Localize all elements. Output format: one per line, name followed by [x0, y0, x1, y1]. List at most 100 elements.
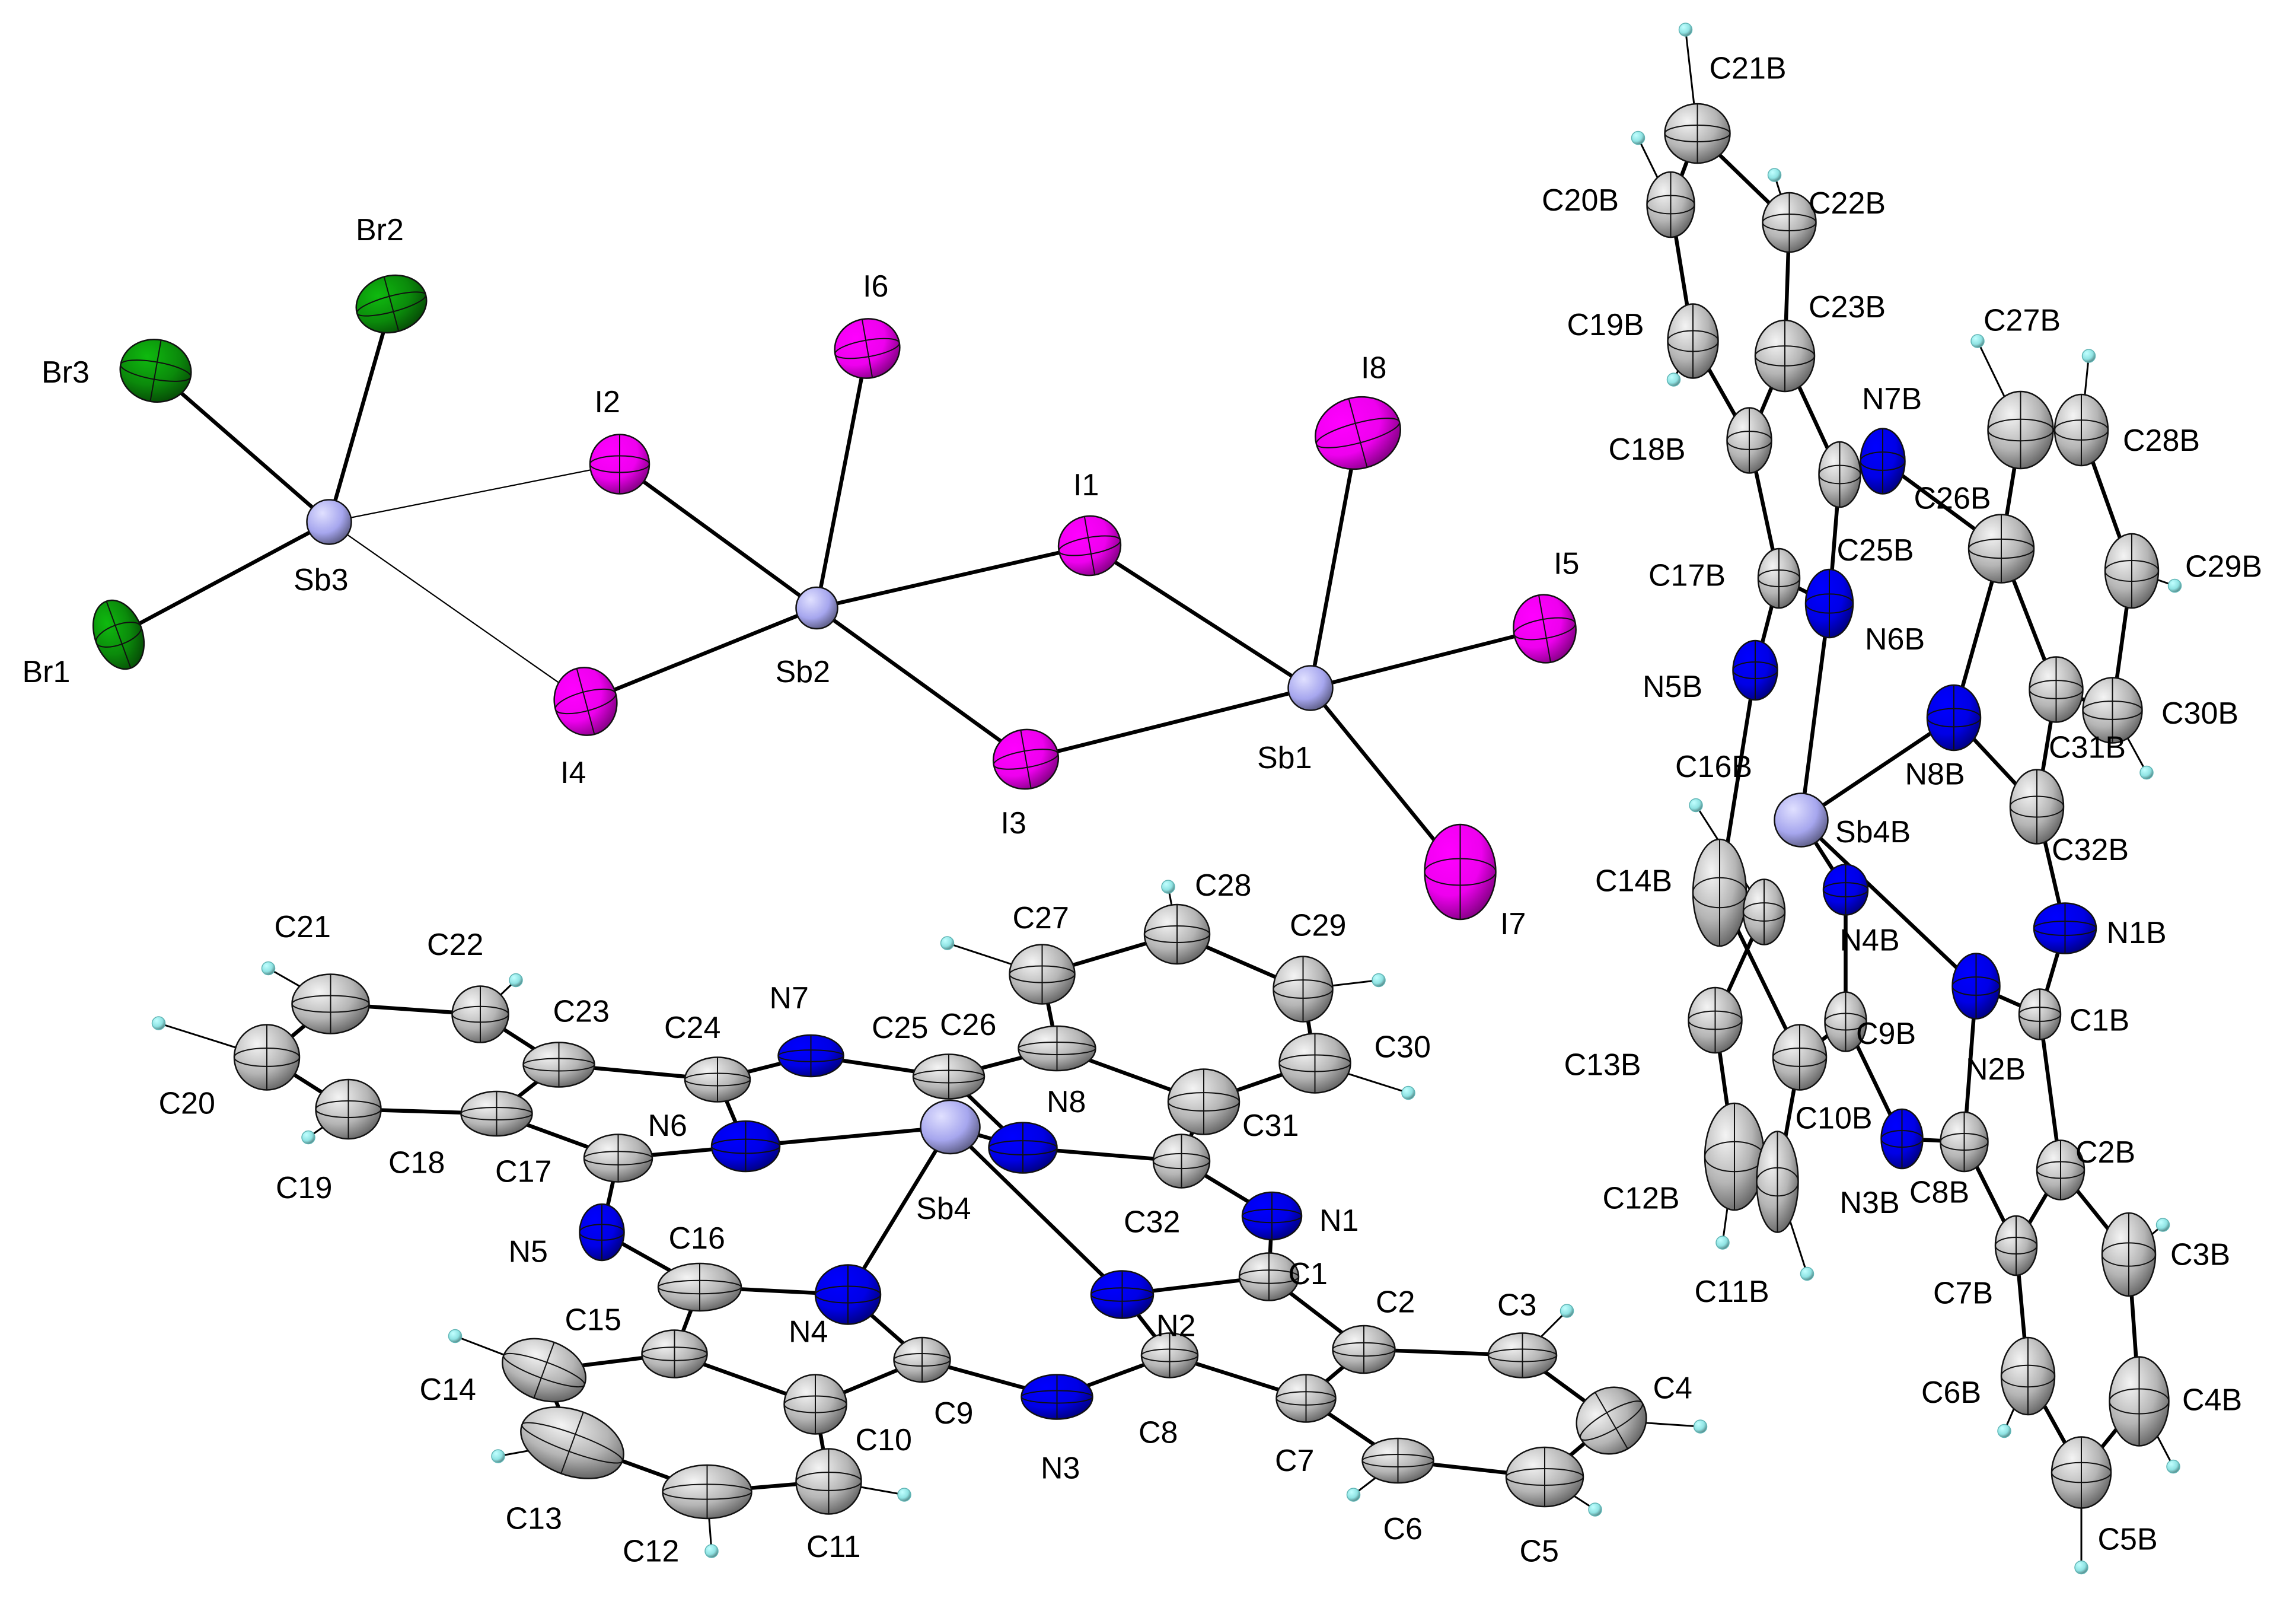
atom-I8: [1315, 396, 1401, 470]
bond-I3-Sb2: [815, 606, 1028, 762]
atom-label-C22: C22: [427, 928, 483, 962]
atom-C13: [520, 1406, 624, 1479]
atom-C32: [1152, 1134, 1211, 1189]
atom-label-C12B: C12B: [1603, 1182, 1680, 1216]
atom-label-C26B: C26B: [1914, 482, 1991, 516]
atom-label-C31: C31: [1242, 1109, 1299, 1143]
hydrogen-atom: [491, 1449, 505, 1463]
atom-C2B: [2036, 1139, 2085, 1201]
atom-C11B: [1756, 1131, 1799, 1233]
atom-label-I7: I7: [1500, 907, 1526, 941]
atom-label-C25: C25: [872, 1011, 928, 1045]
atom-label-C2B: C2B: [2075, 1135, 2135, 1170]
hydrogen-atom: [2074, 1560, 2088, 1575]
atom-N1B: [2033, 902, 2097, 954]
atom-C5: [1505, 1446, 1584, 1508]
atom-label-N6B: N6B: [1865, 622, 1925, 657]
atom-label-N1: N1: [1319, 1204, 1359, 1238]
contact-Sb3-I2: [329, 463, 620, 523]
atom-C23: [522, 1042, 595, 1088]
atom-C8B: [1940, 1111, 1989, 1173]
atom-N4: [814, 1264, 882, 1325]
atom-label-C23B: C23B: [1809, 290, 1886, 324]
atom-label-C14B: C14B: [1595, 864, 1672, 899]
atom-C9: [893, 1336, 951, 1383]
atom-label-I3: I3: [1001, 806, 1026, 840]
atom-C16B: [1692, 838, 1747, 947]
atom-label-C12: C12: [623, 1534, 679, 1569]
hydrogen-atom: [1588, 1502, 1602, 1517]
atom-label-C30: C30: [1375, 1030, 1431, 1065]
atom-C31B: [2029, 656, 2084, 723]
atom-N3: [1021, 1374, 1093, 1420]
hydrogen-atom: [301, 1130, 315, 1145]
atom-C25: [912, 1053, 986, 1100]
atom-label-N4B: N4B: [1840, 924, 1900, 958]
atom-label-C2: C2: [1376, 1285, 1415, 1320]
bond-N4-Sb4: [846, 1125, 952, 1297]
hydrogen-atom: [1560, 1304, 1574, 1318]
atom-label-Sb4B: Sb4B: [1835, 815, 1911, 849]
atom-label-C27: C27: [1013, 901, 1069, 935]
atom-C2: [1332, 1325, 1396, 1374]
atom-C1B: [2018, 988, 2062, 1040]
atom-C19B: [1667, 303, 1719, 379]
hydrogen-atom: [2155, 1218, 2170, 1232]
atom-label-Br1: Br1: [23, 655, 71, 689]
atom-C9B: [1824, 991, 1867, 1052]
hydrogen-atom: [1346, 1488, 1361, 1502]
atom-C29: [1273, 956, 1334, 1023]
atom-label-N5: N5: [509, 1235, 548, 1269]
atom-label-N7B: N7B: [1862, 382, 1922, 416]
atom-I7: [1424, 823, 1497, 921]
atom-label-Sb1: Sb1: [1257, 741, 1312, 775]
atom-label-C3B: C3B: [2170, 1238, 2230, 1272]
atom-C7B: [1994, 1215, 2038, 1276]
atom-label-N7: N7: [770, 981, 809, 1015]
atom-label-C32: C32: [1124, 1205, 1180, 1240]
hydrogen-atom: [1631, 130, 1646, 145]
atom-label-C17: C17: [495, 1155, 551, 1189]
atom-C28: [1143, 903, 1211, 965]
atom-label-N8B: N8B: [1905, 757, 1965, 792]
atom-label-I4: I4: [560, 756, 586, 790]
atom-C18: [460, 1090, 533, 1137]
atom-I1: [1057, 515, 1122, 577]
atom-C3: [1487, 1332, 1558, 1378]
hydrogen-atom: [1970, 334, 1985, 348]
atom-N7B: [1860, 428, 1906, 495]
atom-C17: [583, 1134, 653, 1183]
atom-label-N3: N3: [1041, 1451, 1080, 1486]
atom-C21: [291, 973, 370, 1034]
atom-C26: [1018, 1025, 1096, 1072]
atom-C18B: [1726, 407, 1772, 474]
atom-label-C6B: C6B: [1921, 1376, 1981, 1410]
atom-I3: [992, 728, 1060, 790]
hydrogen-atom: [1715, 1236, 1730, 1250]
bond-N8B-Sb4B: [1799, 715, 1956, 822]
atom-label-C22B: C22B: [1809, 186, 1886, 221]
hydrogen-atom: [2166, 1459, 2180, 1474]
atom-N2: [1090, 1270, 1155, 1319]
atom-Br1: [92, 599, 145, 670]
hydrogen-atom: [2081, 349, 2096, 363]
contact-Sb3-I4: [329, 521, 586, 702]
atom-I2: [589, 434, 650, 495]
atom-label-I6: I6: [863, 269, 888, 304]
hydrogen-atom: [151, 1016, 166, 1030]
hydrogen-atom: [509, 973, 523, 988]
atom-C30: [1278, 1033, 1351, 1094]
atom-C21B: [1664, 103, 1731, 164]
atom-label-C16: C16: [669, 1221, 725, 1256]
atom-N5: [579, 1203, 625, 1262]
atom-label-C4B: C4B: [2182, 1383, 2242, 1418]
atom-C10B: [1772, 1024, 1828, 1091]
atom-C14B: [1742, 878, 1786, 945]
atom-N5B: [1732, 639, 1778, 701]
atom-label-C28: C28: [1195, 868, 1251, 903]
atom-label-C13: C13: [506, 1502, 562, 1536]
atom-label-C11B: C11B: [1695, 1275, 1769, 1309]
bond-N2B-Sb4B: [1799, 818, 1978, 988]
hydrogen-atom: [704, 1544, 719, 1558]
